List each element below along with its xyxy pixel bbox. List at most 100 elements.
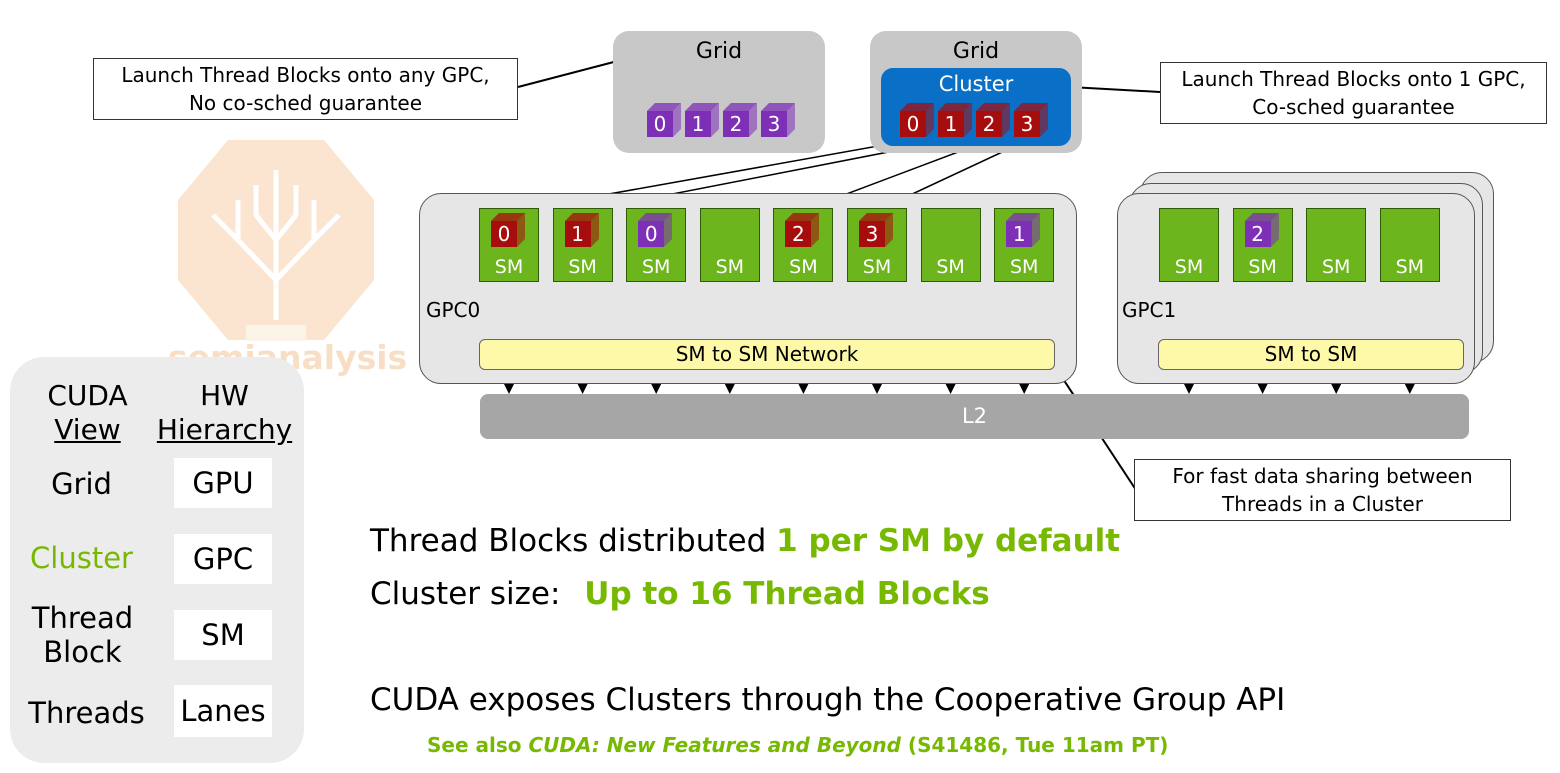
cluster-block-1: 1 bbox=[938, 103, 972, 137]
text-line-cluster-size-highlight: Up to 16 Thread Blocks bbox=[584, 576, 990, 612]
gpc0-sm-6-label: SM bbox=[936, 256, 965, 278]
text-line-cooperative-groups: CUDA exposes Clusters through the Cooper… bbox=[370, 682, 1286, 718]
legend-row-cluster-cuda: Cluster bbox=[30, 541, 133, 575]
cluster-block-3-label: 3 bbox=[1020, 112, 1034, 136]
legend-row-cluster-hw: GPC bbox=[174, 534, 272, 584]
see-also-title: CUDA: New Features and Beyond bbox=[528, 733, 901, 757]
gpc0-sm-1-block: 1 bbox=[564, 213, 599, 247]
callout-one-gpc-line2: Co-sched guarantee bbox=[1252, 95, 1455, 119]
grid-left-block-3: 3 bbox=[761, 103, 795, 137]
gpc1-sm-3-label: SM bbox=[1395, 256, 1425, 278]
legend-row-grid-cuda: Grid bbox=[51, 467, 112, 501]
gpc0-sm-3-label: SM bbox=[715, 256, 745, 278]
gpc1-sm-3: SM bbox=[1379, 208, 1440, 282]
gpc0-sm-5: SM 3 bbox=[847, 208, 907, 282]
grid-left-block-0: 0 bbox=[647, 103, 681, 137]
gpc1-sm-0: SM bbox=[1159, 208, 1219, 282]
legend-hw-header-line1: HW bbox=[200, 379, 249, 412]
legend-row-threads-cuda: Threads bbox=[28, 696, 145, 730]
gpc1-label: GPC1 bbox=[1122, 298, 1177, 322]
callout-one-gpc-line1: Launch Thread Blocks onto 1 GPC, bbox=[1181, 67, 1526, 91]
text-see-also: See also CUDA: New Features and Beyond (… bbox=[427, 733, 1168, 757]
cluster-block-0-label: 0 bbox=[906, 112, 920, 136]
callout-any-gpc-line1: Launch Thread Blocks onto any GPC, bbox=[121, 63, 490, 87]
gpc0-sm-6: SM bbox=[920, 208, 981, 282]
see-also-prefix: See also bbox=[427, 733, 529, 757]
gpc1-sm-2-label: SM bbox=[1321, 256, 1351, 278]
gpc0-sm-7-block-label: 1 bbox=[1012, 222, 1026, 246]
cluster-block-1-label: 1 bbox=[944, 112, 958, 136]
grid-left-block-2: 2 bbox=[723, 103, 757, 137]
gpc1-sm-1-block: 2 bbox=[1244, 213, 1279, 247]
gpc0-sm-1-block-label: 1 bbox=[571, 222, 584, 246]
gpc0-sm-network: SM to SM Network bbox=[479, 339, 1055, 370]
gpc0-label: GPC0 bbox=[426, 298, 481, 322]
cluster-block-0: 0 bbox=[900, 103, 934, 137]
gpc0-sm-0-block-label: 0 bbox=[497, 222, 511, 246]
cluster-label: Cluster bbox=[938, 72, 1014, 96]
grid-left-title: Grid bbox=[695, 39, 743, 64]
grid-left-block-0-label: 0 bbox=[653, 112, 667, 136]
gpc1-sm-network: SM to SM bbox=[1158, 339, 1464, 370]
grid-right-title: Grid bbox=[952, 39, 1000, 64]
grid-left-block-1-label: 1 bbox=[691, 112, 705, 136]
l2-cache: L2 bbox=[480, 394, 1469, 439]
gpc0-sm-7-block: 1 bbox=[1006, 213, 1041, 247]
see-also-suffix: (S41486, Tue 11am PT) bbox=[900, 733, 1169, 757]
cluster-block-2-label: 2 bbox=[982, 112, 996, 136]
gpc1-sm-1: SM 2 bbox=[1232, 208, 1293, 282]
legend-hw-header: HW Hierarchy bbox=[152, 379, 297, 447]
semianalysis-logo bbox=[168, 130, 384, 380]
gpc0-sm-5-label: SM bbox=[862, 256, 892, 278]
gpc0-sm-4-block: 2 bbox=[785, 213, 820, 247]
callout-fast-line2: Threads in a Cluster bbox=[1222, 492, 1423, 516]
gpc0-sm-7: SM 1 bbox=[994, 208, 1055, 282]
legend-row-threadblock-cuda: Thread Block bbox=[31, 601, 134, 669]
gpc0-sm-2-label: SM bbox=[641, 256, 671, 278]
text-line-cluster-size: Cluster size: Up to 16 Thread Blocks bbox=[370, 576, 990, 612]
cluster-block-2: 2 bbox=[976, 103, 1010, 137]
callout-one-gpc: Launch Thread Blocks onto 1 GPC, Co-sche… bbox=[1160, 62, 1547, 124]
cluster-block-3: 3 bbox=[1014, 103, 1048, 137]
gpc0-sm-3: SM bbox=[699, 208, 760, 282]
callout-fast-sharing: For fast data sharing between Threads in… bbox=[1134, 459, 1511, 521]
legend-cuda-header-line2: View bbox=[54, 413, 121, 446]
text-line-cluster-size-prefix: Cluster size: bbox=[370, 576, 571, 612]
gpc0-sm-0-label: SM bbox=[494, 256, 524, 278]
gpc0-sm-2-block: 0 bbox=[638, 213, 673, 247]
gpc0-sm-7-label: SM bbox=[1009, 256, 1039, 278]
legend-row-threads-hw: Lanes bbox=[174, 685, 272, 737]
gpc0-sm-5-block: 3 bbox=[859, 213, 893, 247]
gpc0-sm-5-block-label: 3 bbox=[865, 222, 879, 246]
gpc0-sm-1-label: SM bbox=[568, 256, 597, 278]
gpc0-sm-1: SM 1 bbox=[552, 208, 613, 282]
gpc0-sm-4: SM 2 bbox=[773, 208, 834, 282]
gpc0-sm-0-block: 0 bbox=[491, 213, 525, 247]
gpc0-sm-0: SM 0 bbox=[479, 208, 539, 282]
gpc0-sm-4-block-label: 2 bbox=[792, 222, 805, 246]
gpc1-sm-0-label: SM bbox=[1174, 256, 1204, 278]
gpc1-sm-2: SM bbox=[1306, 208, 1367, 282]
legend-cuda-header: CUDA View bbox=[20, 379, 155, 447]
callout-any-gpc: Launch Thread Blocks onto any GPC, No co… bbox=[93, 58, 518, 120]
legend-row-grid-hw: GPU bbox=[174, 458, 272, 508]
callout-fast-line1: For fast data sharing between bbox=[1172, 464, 1473, 488]
legend-cuda-header-line1: CUDA bbox=[47, 379, 128, 412]
grid-left-block-1: 1 bbox=[685, 103, 719, 137]
legend-hw-header-line2: Hierarchy bbox=[156, 413, 293, 446]
gpc0-sm-2: SM 0 bbox=[626, 208, 687, 282]
text-line-distribution-prefix: Thread Blocks distributed bbox=[370, 523, 777, 559]
legend-row-threadblock-hw: SM bbox=[174, 610, 272, 660]
grid-left-block-3-label: 3 bbox=[767, 112, 781, 136]
gpc0-sm-4-label: SM bbox=[789, 256, 818, 278]
gpc1-sm-1-block-label: 2 bbox=[1251, 222, 1264, 246]
text-line-distribution-highlight: 1 per SM by default bbox=[776, 523, 1121, 559]
grid-left-block-2-label: 2 bbox=[729, 112, 743, 136]
gpc1-sm-1-label: SM bbox=[1248, 256, 1277, 278]
callout-any-gpc-line2: No co-sched guarantee bbox=[188, 91, 423, 115]
hierarchy-legend: CUDA View HW Hierarchy Grid GPU Cluster … bbox=[10, 357, 304, 763]
gpc0-sm-2-block-label: 0 bbox=[644, 222, 658, 246]
